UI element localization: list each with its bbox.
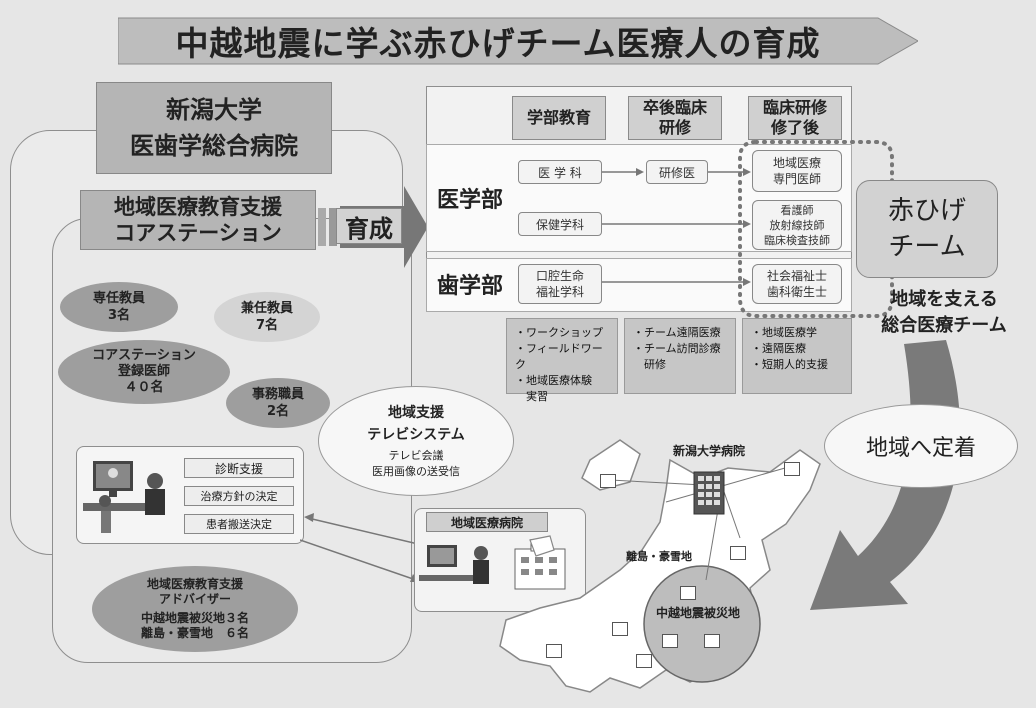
outcomes-dotted-outline <box>738 140 894 318</box>
regional-hospital-label: 地域医療病院 <box>426 512 548 532</box>
stage-after: 臨床研修 修了後 <box>748 96 842 140</box>
action-treatment-decision: 治療方針の決定 <box>184 486 294 506</box>
akahige-team: 赤ひげ チーム <box>856 180 998 278</box>
stage-undergrad: 学部教育 <box>512 96 606 140</box>
advisor-ellipse: 地域医療教育支援 アドバイザー 中越地震被災地３名 離島・豪雪地 ６名 <box>92 566 298 652</box>
hospital-line2: 医歯学総合病院 <box>130 132 298 160</box>
clinic-icon <box>612 622 628 636</box>
outcome-specialist: 地域医療 専門医師 <box>752 150 842 192</box>
tv-system-ellipse: 地域支援 テレビシステム テレビ会議 医用画像の送受信 <box>318 386 514 496</box>
outcome-nurses: 看護師 放射線技師 臨床検査技師 <box>752 200 842 250</box>
hospital-title: 新潟大学 医歯学総合病院 <box>96 82 332 174</box>
program-postgrad: ・チーム遠隔医療 ・チーム訪問診療 研修 <box>624 318 736 394</box>
station-line1: 地域医療教育支援 <box>114 195 282 219</box>
staff-registered: コアステーション 登録医師 ４０名 <box>58 340 230 404</box>
clinic-icon <box>546 644 562 658</box>
map-label-disaster-area: 中越地震被災地 <box>655 605 740 620</box>
faculty-dentistry: 歯学部 <box>436 274 503 299</box>
title-banner: 中越地震に学ぶ赤ひげチーム医療人の育成 <box>118 12 918 70</box>
clinic-icon <box>730 546 746 560</box>
map-label-university-hospital: 新潟大学病院 <box>672 443 745 458</box>
nurture-label: 育成 <box>336 208 402 244</box>
staff-dedicated: 専任教員 3名 <box>60 282 178 332</box>
dept-oral: 口腔生命 福祉学科 <box>518 264 602 304</box>
connection-arrows <box>300 513 420 582</box>
university-hospital-icon <box>693 471 725 515</box>
program-undergrad: ・ワークショップ ・フィールドワーク ・地域医療体験 実習 <box>506 318 618 403</box>
staff-concurrent: 兼任教員 7名 <box>214 292 320 342</box>
clinic-icon <box>600 474 616 488</box>
tv-system-title: 地域支援 テレビシステム <box>367 405 465 443</box>
title-banner-shape <box>118 17 918 65</box>
staff-clerical: 事務職員 2名 <box>226 378 330 428</box>
station-line2: コアステーション <box>114 221 282 245</box>
clinic-icon <box>680 586 696 600</box>
clinic-icon <box>662 634 678 648</box>
clinic-icon <box>704 634 720 648</box>
niigata-map <box>499 439 821 693</box>
advisor-detail: 中越地震被災地３名 離島・豪雪地 ６名 <box>140 611 249 640</box>
faculty-medicine: 医学部 <box>436 188 503 213</box>
dept-resident: 研修医 <box>646 160 708 184</box>
action-transport-decision: 患者搬送決定 <box>184 514 294 534</box>
settle-label: 地域へ定着 <box>824 404 1018 488</box>
akahige-caption: 地域を支える 総合医療チーム <box>881 289 1007 336</box>
doctor-monitor-icon <box>83 461 165 533</box>
program-after: ・地域医療学 ・遠隔医療 ・短期人的支援 <box>742 318 852 394</box>
dept-health: 保健学科 <box>518 212 602 236</box>
support-station-title: 地域医療教育支援 コアステーション <box>80 190 316 250</box>
outcome-social: 社会福祉士 歯科衛生士 <box>752 264 842 304</box>
clinic-icon <box>784 462 800 476</box>
clinic-icon <box>636 654 652 668</box>
action-diagnosis-support: 診断支援 <box>184 458 294 478</box>
map-label-islands: 離島・豪雪地 <box>626 550 692 563</box>
dept-medicine: 医 学 科 <box>518 160 602 184</box>
page-title: 中越地震に学ぶ赤ひげチーム医療人の育成 <box>175 24 821 63</box>
tv-system-items: テレビ会議 医用画像の送受信 <box>372 449 460 478</box>
flow-arrows <box>602 168 751 286</box>
advisor-title: 地域医療教育支援 アドバイザー <box>146 577 243 606</box>
stage-postgrad: 卒後臨床 研修 <box>628 96 722 140</box>
hospital-line1: 新潟大学 <box>166 96 262 124</box>
